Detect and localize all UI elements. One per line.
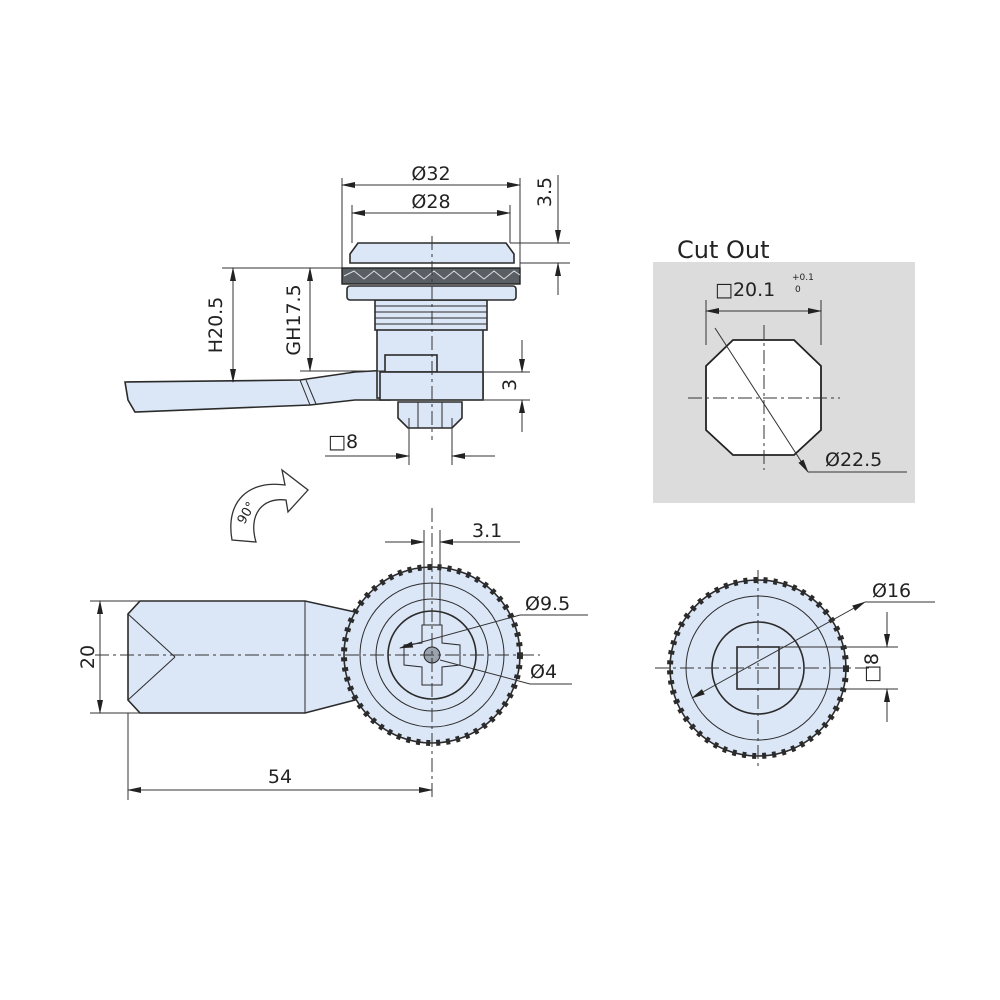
cutout-panel: Cut Out □20.1 +0.1 0 Ø22.5 — [653, 236, 915, 503]
dim-h: H20.5 — [205, 297, 227, 354]
front-view: 3.1 Ø9.5 Ø4 20 54 — [77, 508, 588, 800]
dim-outer-diameter: Ø32 — [411, 163, 450, 185]
dim-slot: 3.1 — [472, 520, 502, 542]
side-view: Ø32 Ø28 3.5 H20.5 GH17.5 3 □8 — [124, 163, 570, 465]
dim-pin: Ø4 — [530, 661, 557, 683]
dim-key-diameter: Ø9.5 — [525, 593, 570, 615]
thread — [374, 299, 488, 331]
serrated-washer — [341, 267, 521, 285]
cutout-tolerance-upper: +0.1 — [792, 273, 814, 283]
dim-cap-diameter: Ø28 — [411, 191, 450, 213]
cap — [349, 242, 515, 264]
cutout-diameter-dim: Ø22.5 — [825, 449, 882, 471]
lever-side — [124, 369, 391, 413]
back-diameter-dim: Ø16 — [872, 580, 911, 602]
cutout-title: Cut Out — [677, 236, 770, 264]
dim-lever-width: 20 — [77, 645, 99, 669]
dim-lever-thickness: 3 — [499, 379, 521, 391]
cutout-square-dim: □20.1 — [715, 279, 775, 301]
dim-lever-length: 54 — [268, 766, 292, 788]
dim-square-side: □8 — [328, 431, 358, 453]
lever-top — [127, 600, 356, 714]
cutout-tolerance-lower: 0 — [795, 285, 801, 295]
dim-gh: GH17.5 — [283, 284, 305, 355]
dim-cap-height: 3.5 — [534, 177, 556, 207]
back-view: Ø16 □8 — [655, 570, 935, 770]
back-square-dim: □8 — [861, 653, 883, 683]
rotation-arrow: 90° — [230, 468, 309, 543]
